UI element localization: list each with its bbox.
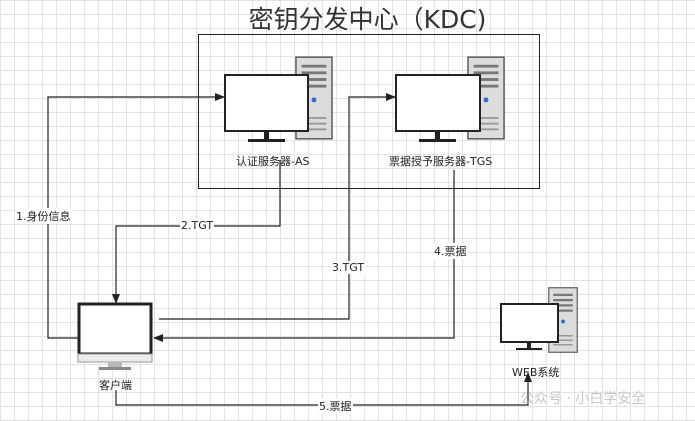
watermark-text: 公众号 · 小白学安全 <box>520 391 646 407</box>
as-label: 认证服务器-AS <box>236 155 310 168</box>
edge-label-tgt-from-as: 2.TGT <box>180 219 215 232</box>
tgs-monitor-icon <box>395 74 481 142</box>
edge-tgt-to-tgs <box>159 93 396 320</box>
web-label: WEB系统 <box>512 366 560 379</box>
as-monitor-icon <box>224 74 309 142</box>
tgs-label: 票据授予服务器-TGS <box>389 155 493 168</box>
web-monitor-icon <box>500 303 559 350</box>
client-label: 客户端 <box>99 379 132 392</box>
edge-label-tgt-to-tgs: 3.TGT <box>331 261 366 274</box>
edge-label-ticket-to-web: 5.票据 <box>318 398 353 414</box>
edge-label-ticket-from-tgs: 4.票据 <box>433 243 468 259</box>
kdc-title: 密钥分发中心（KDC) <box>248 5 487 34</box>
edge-identity-to-as <box>47 93 225 339</box>
edge-ticket-from-tgs <box>153 170 455 342</box>
kdc-boundary-box <box>198 34 540 189</box>
client-computer-icon <box>77 302 153 370</box>
edge-label-identity: 1.身份信息 <box>15 208 72 224</box>
